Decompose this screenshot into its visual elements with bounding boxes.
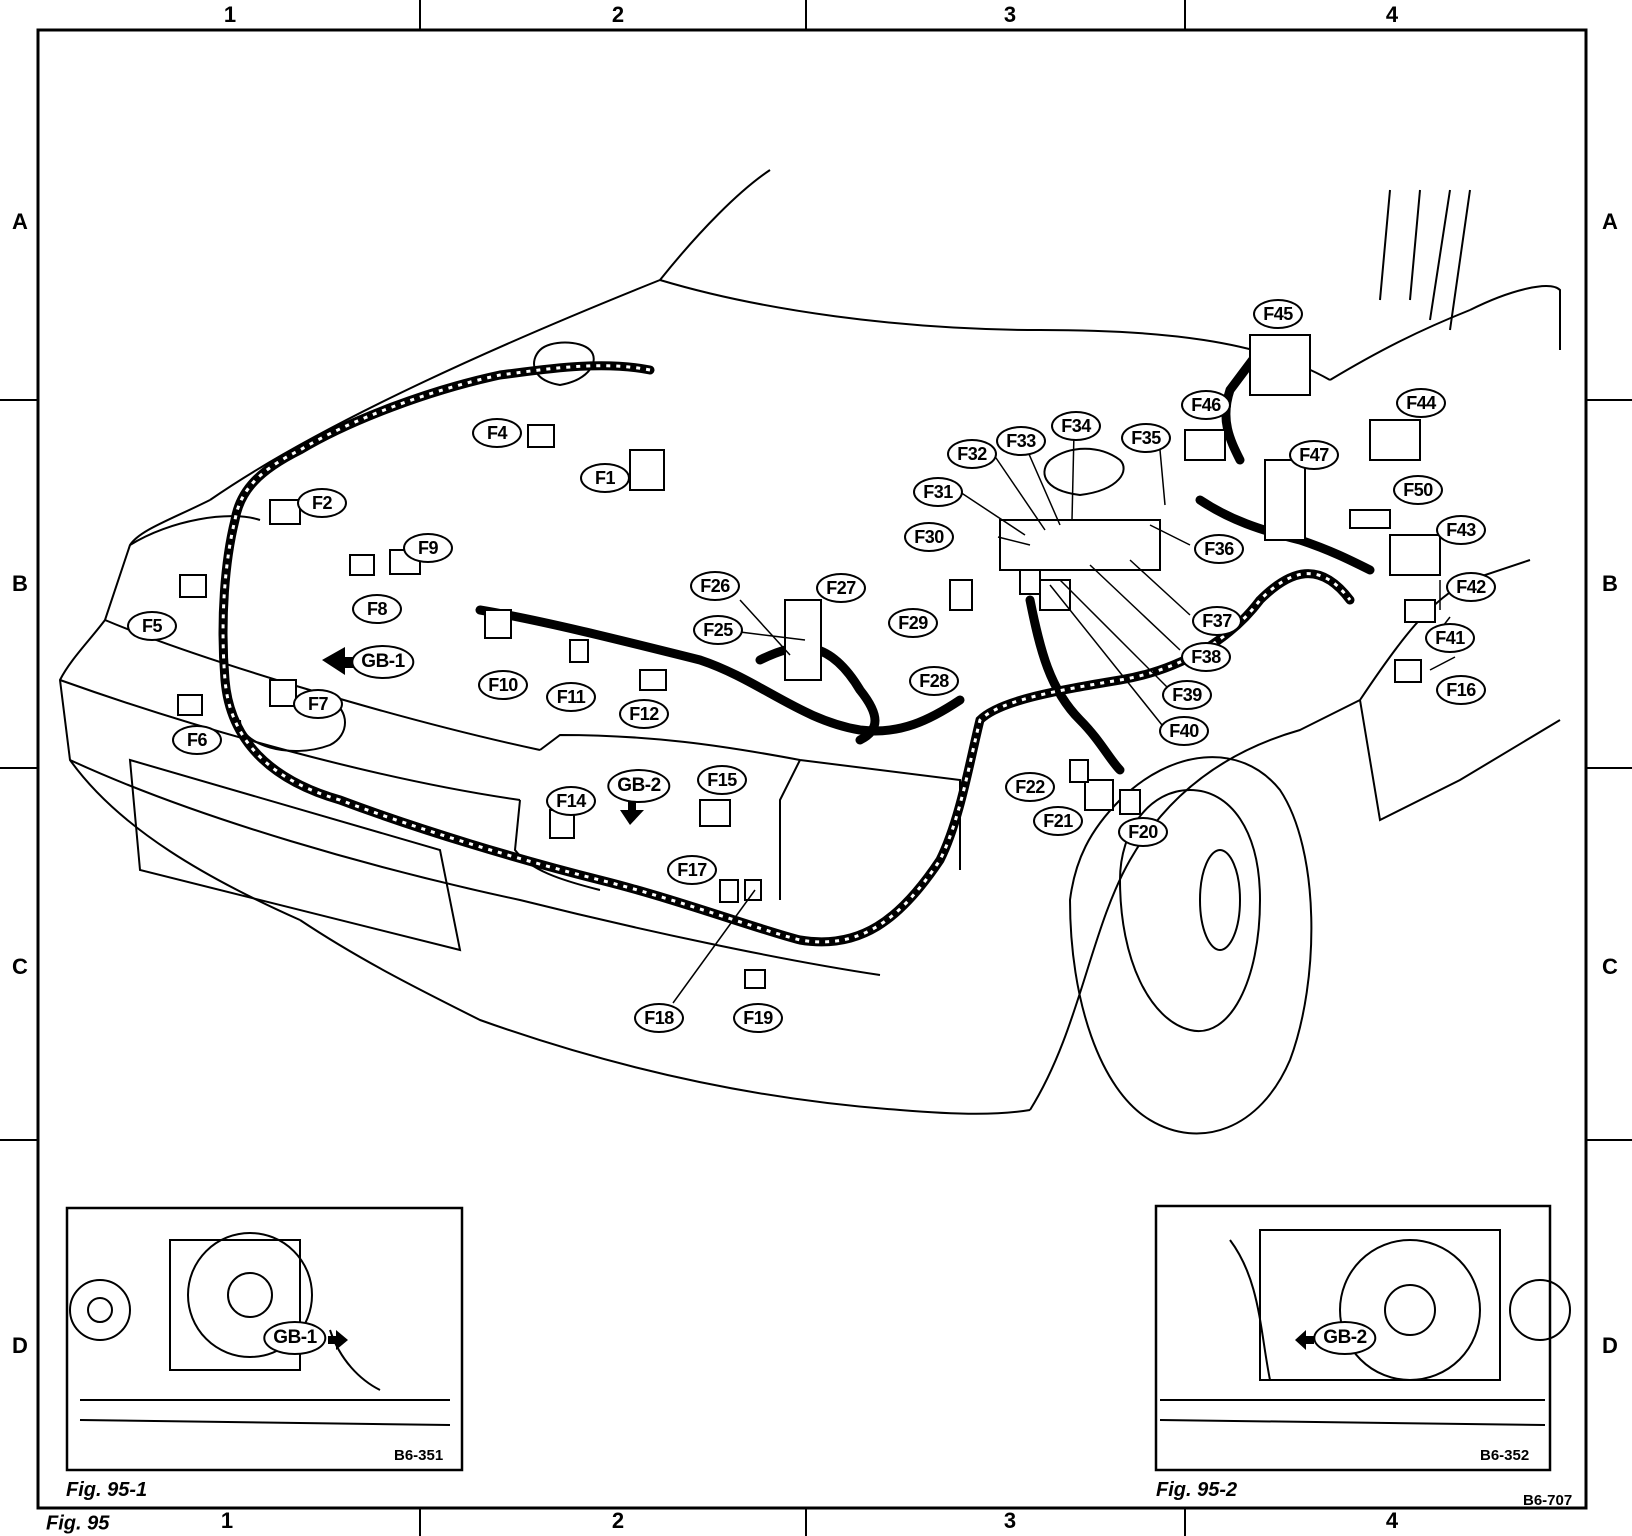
grid-col-bottom-1: 1 (220, 1508, 234, 1533)
callout-F17: F17 (667, 855, 717, 885)
callout-F12: F12 (619, 699, 669, 729)
callout-F37: F37 (1192, 606, 1242, 636)
callout-F6: F6 (172, 725, 222, 755)
callout-F21: F21 (1033, 806, 1083, 836)
callout-F25: F25 (693, 615, 743, 645)
callout-F18: F18 (634, 1003, 684, 1033)
callout-F50: F50 (1393, 475, 1443, 505)
callout-F31: F31 (913, 477, 963, 507)
ground-arrows (322, 647, 644, 825)
callout-F11: F11 (546, 682, 596, 712)
callout-F46: F46 (1181, 390, 1231, 420)
callout-F9: F9 (403, 533, 453, 563)
inset-1-code: B6-351 (394, 1447, 444, 1464)
grid-col-top-1: 1 (223, 2, 237, 27)
grid-row-right-C: C (1602, 954, 1618, 979)
inset-2-code: B6-352 (1480, 1447, 1530, 1464)
grid-row-left-C: C (12, 954, 28, 979)
callout-GB-1: GB-1 (351, 645, 415, 679)
inset-2-caption: Fig. 95-2 (1156, 1479, 1238, 1501)
grid-col-top-2: 2 (611, 2, 625, 27)
callout-F5: F5 (127, 611, 177, 641)
callout-F20: F20 (1118, 817, 1168, 847)
callout-F35: F35 (1121, 423, 1171, 453)
grid-row-right-B: B (1602, 571, 1618, 596)
callout-F41: F41 (1425, 623, 1475, 653)
inset-2-drawing (1154, 1204, 1571, 1472)
callout-F26: F26 (690, 571, 740, 601)
grid-col-bottom-4: 4 (1385, 1508, 1399, 1533)
callout-F4: F4 (472, 418, 522, 448)
inset-2-label: GB-2 (1313, 1321, 1377, 1355)
callout-F8: F8 (352, 594, 402, 624)
callout-F7: F7 (293, 689, 343, 719)
callout-F10: F10 (478, 670, 528, 700)
callout-F14: F14 (546, 786, 596, 816)
callout-F40: F40 (1159, 716, 1209, 746)
callout-F44: F44 (1396, 388, 1446, 418)
inset-1-label: GB-1 (263, 1321, 327, 1355)
callout-F30: F30 (904, 522, 954, 552)
callout-F42: F42 (1446, 572, 1496, 602)
callout-F43: F43 (1436, 515, 1486, 545)
callout-GB-2: GB-2 (607, 769, 671, 803)
grid-col-bottom-2: 2 (611, 1508, 625, 1533)
leader-lines (672, 431, 1456, 1004)
inset-arrows (328, 1330, 1314, 1350)
grid-col-top-4: 4 (1385, 2, 1399, 27)
connectors (177, 334, 1441, 989)
main-figure-caption: Fig. 95 (46, 1512, 110, 1535)
grid-row-left-B: B (12, 571, 28, 596)
grid-col-top-3: 3 (1003, 2, 1017, 27)
callout-F2: F2 (297, 488, 347, 518)
callout-F1: F1 (580, 463, 630, 493)
callout-F19: F19 (733, 1003, 783, 1033)
grid-row-left-A: A (12, 209, 28, 234)
inset-1-caption: Fig. 95-1 (66, 1479, 148, 1501)
callout-F45: F45 (1253, 299, 1303, 329)
grid-col-bottom-3: 3 (1003, 1508, 1017, 1533)
main-drawing-code: B6-707 (1523, 1492, 1573, 1509)
callout-F33: F33 (996, 426, 1046, 456)
callout-F34: F34 (1051, 411, 1101, 441)
grid-row-right-A: A (1602, 209, 1618, 234)
callout-F28: F28 (909, 666, 959, 696)
callout-F36: F36 (1194, 534, 1244, 564)
callout-F47: F47 (1289, 440, 1339, 470)
callout-F39: F39 (1162, 680, 1212, 710)
callout-F32: F32 (947, 439, 997, 469)
callout-F27: F27 (816, 573, 866, 603)
callout-F16: F16 (1436, 675, 1486, 705)
callout-F15: F15 (697, 765, 747, 795)
callout-F38: F38 (1181, 642, 1231, 672)
grid-row-right-D: D (1602, 1333, 1618, 1358)
callout-F22: F22 (1005, 772, 1055, 802)
callout-F29: F29 (888, 608, 938, 638)
grid-row-left-D: D (12, 1333, 28, 1358)
